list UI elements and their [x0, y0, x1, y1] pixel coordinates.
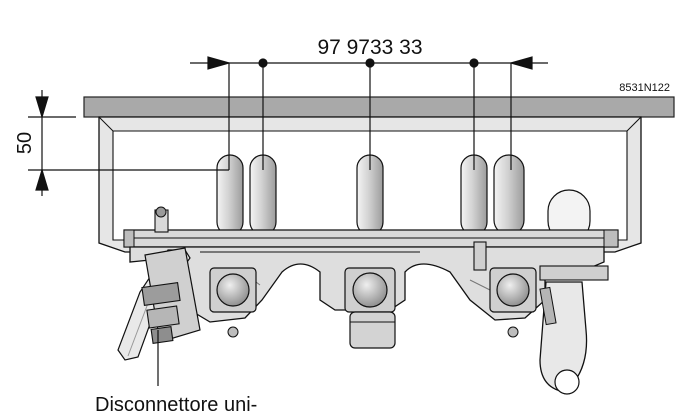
ceiling-slab — [83, 96, 675, 118]
mounting-rail — [123, 229, 619, 248]
nut-left — [209, 267, 257, 313]
nut-right — [489, 267, 537, 313]
dimension-lines — [28, 56, 548, 386]
caption-label: Disconnettore uni- — [95, 394, 257, 416]
bolt-1 — [227, 326, 239, 338]
dimension-value-label: 50 — [14, 132, 36, 154]
tube-group — [216, 154, 591, 243]
nut-group — [209, 267, 537, 338]
bottom-cap — [349, 311, 396, 349]
part-number-label: 97 9733 33 — [317, 36, 422, 59]
right-clamp — [473, 241, 609, 395]
drawing-code-label: 8531N122 — [619, 82, 670, 94]
disconnector-valve — [141, 206, 201, 344]
tube-1 — [216, 154, 244, 236]
bolt-2 — [507, 326, 519, 338]
tube-5 — [493, 154, 525, 236]
nut-center — [344, 267, 396, 313]
